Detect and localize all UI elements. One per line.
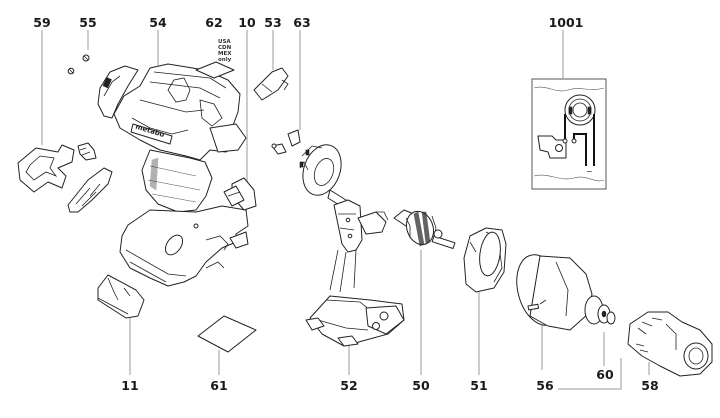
label-60[interactable]: 60 [596,367,614,382]
label-63[interactable]: 63 [293,15,310,30]
part-51-magnet-ring[interactable] [463,227,507,293]
label-10[interactable]: 10 [238,15,256,30]
label-51[interactable]: 51 [470,378,487,393]
label-61[interactable]: 61 [210,378,227,393]
label-53[interactable]: 53 [264,15,281,30]
part-60-spindle[interactable] [584,295,616,325]
part-10-bracket[interactable] [223,177,257,211]
label-11[interactable]: 11 [121,378,138,393]
label-58[interactable]: 58 [641,378,658,393]
label-62-note-mex: MEX [218,51,232,57]
part-1001-wiring-inset[interactable]: ~ [531,78,607,190]
part-63-clip[interactable] [271,129,301,155]
label-59[interactable]: 59 [33,15,50,30]
part-53-direction-switch[interactable] [253,67,289,101]
part-54-housing[interactable]: metabo [97,63,249,287]
ac-symbol: ~ [586,167,593,176]
label-62-note-cdn: CDN [218,45,232,51]
part-62-label-sticker[interactable]: USA CDN MEX only [195,39,235,79]
label-1001[interactable]: 1001 [549,15,584,30]
part-58-front-cover[interactable] [627,311,713,377]
leader-lines [41,30,650,390]
label-62-note-usa: USA [218,39,231,45]
label-54[interactable]: 54 [149,15,167,30]
part-labels: 59 55 54 62 10 53 63 1001 11 61 52 50 51… [33,15,658,393]
label-62-note-only: only [218,57,232,63]
part-55-screws[interactable] [67,54,90,75]
label-50[interactable]: 50 [412,378,430,393]
label-55[interactable]: 55 [79,15,96,30]
part-11-latch-button[interactable] [97,274,145,319]
brush-holder-plate[interactable] [296,139,348,209]
label-52[interactable]: 52 [340,378,357,393]
part-50-armature[interactable] [393,208,456,250]
part-59-battery-latch[interactable] [17,142,113,213]
label-62[interactable]: 62 [205,15,222,30]
leader-56-60-bracket [558,358,622,390]
label-56[interactable]: 56 [536,378,554,393]
part-56-gear-housing[interactable] [509,250,616,331]
part-61-sticker[interactable] [197,315,257,353]
part-52-switch-module[interactable] [305,199,405,347]
